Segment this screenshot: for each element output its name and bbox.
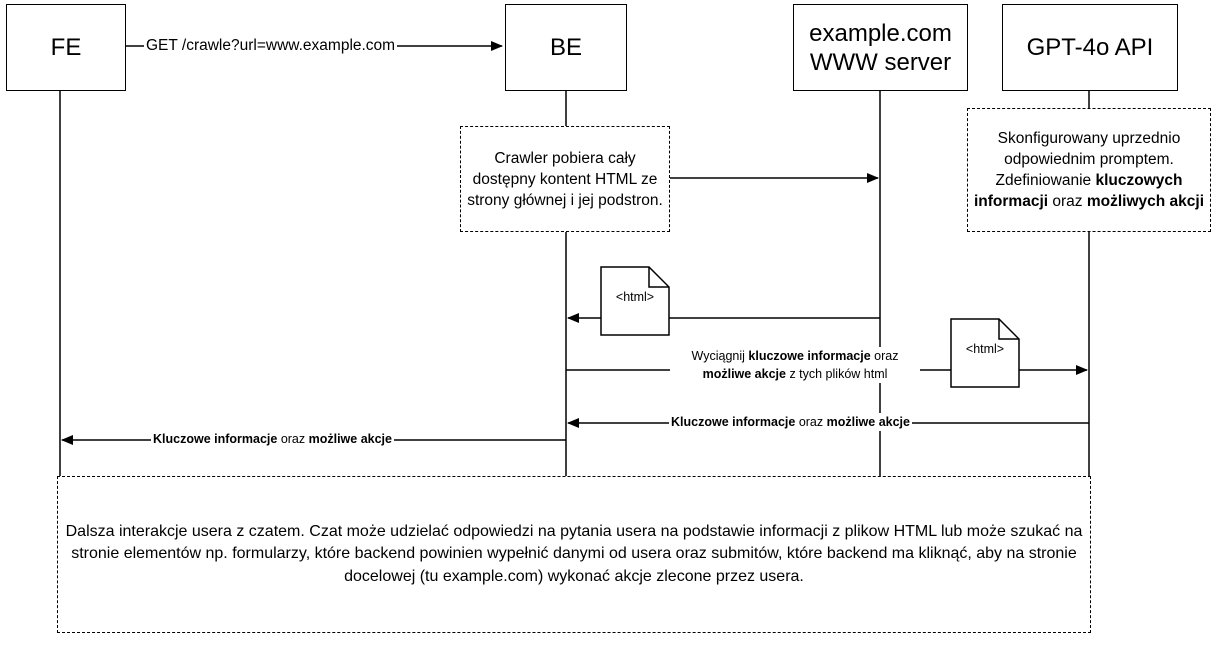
gpt-config-note: Skonfigurowany uprzednio odpowiednim pro… bbox=[967, 108, 1211, 232]
html-document-icon: <html> bbox=[600, 266, 670, 336]
fe-reply-label: Kluczowe informacje oraz możliwe akcje bbox=[151, 430, 394, 448]
crawler-note-text: Crawler pobiera cały dostępny kontent HT… bbox=[467, 149, 663, 209]
fe-label: FE bbox=[50, 34, 82, 61]
summary-note: Dalsza interakcje usera z czatem. Czat m… bbox=[57, 476, 1091, 633]
www-label-line2: WWW server bbox=[809, 48, 952, 76]
crawler-note: Crawler pobiera cały dostępny kontent HT… bbox=[460, 126, 670, 232]
html-document-icon: <html> bbox=[950, 318, 1020, 388]
gpt-reply-label: Kluczowe informacje oraz możliwe akcje bbox=[669, 413, 912, 431]
request-label: GET /crawle?url=www.example.com bbox=[144, 35, 398, 56]
gpt-actor: GPT-4o API bbox=[1002, 4, 1178, 91]
extract-label: Wyciągnij kluczowe informacje oraz możli… bbox=[670, 347, 920, 383]
be-label: BE bbox=[549, 34, 582, 61]
gpt-config-note-text: Skonfigurowany uprzednio odpowiednim pro… bbox=[974, 130, 1205, 210]
gpt-label: GPT-4o API bbox=[1026, 34, 1154, 61]
html-document-label: <html> bbox=[615, 290, 655, 304]
summary-note-text: Dalsza interakcje usera z czatem. Czat m… bbox=[65, 522, 1083, 585]
html-document-label: <html> bbox=[965, 342, 1005, 356]
www-label-line1: example.com bbox=[809, 19, 952, 47]
fe-actor: FE bbox=[6, 4, 126, 91]
be-actor: BE bbox=[505, 4, 627, 91]
www-server-actor: example.com WWW server bbox=[793, 4, 968, 91]
